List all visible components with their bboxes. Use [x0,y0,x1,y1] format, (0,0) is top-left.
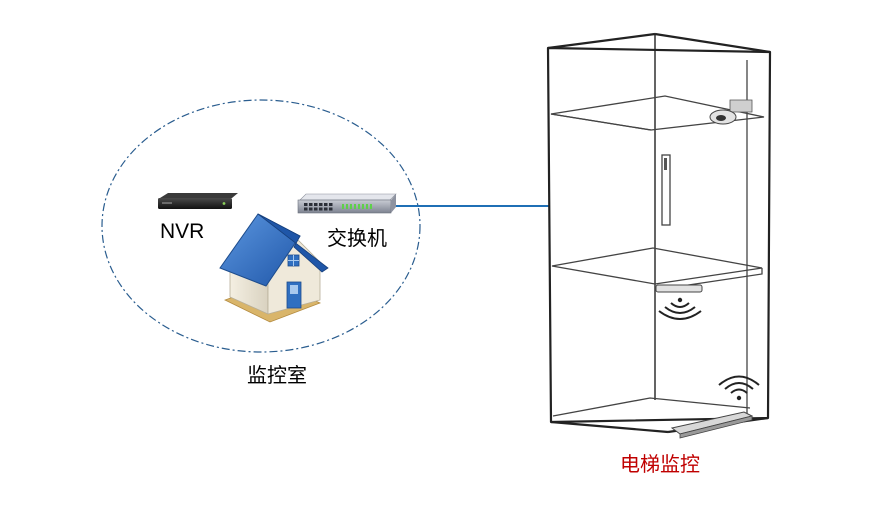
wireless-transmitter-icon [655,284,703,320]
dome-camera-icon [709,99,753,125]
monitoring-room-boundary [101,99,421,353]
elevator-monitoring-label: 电梯监控 [620,452,700,476]
network-switch-icon [297,193,397,214]
elevator-shaft-inner [550,60,765,418]
elevator-shaft [546,32,772,434]
nvr-label: NVR [160,220,205,243]
switch-label: 交换机 [327,226,387,250]
house-icon [219,213,329,323]
nvr-device-icon [158,193,238,209]
wireless-receiver-icon [670,375,760,439]
monitoring-room-label: 监控室 [247,363,307,387]
